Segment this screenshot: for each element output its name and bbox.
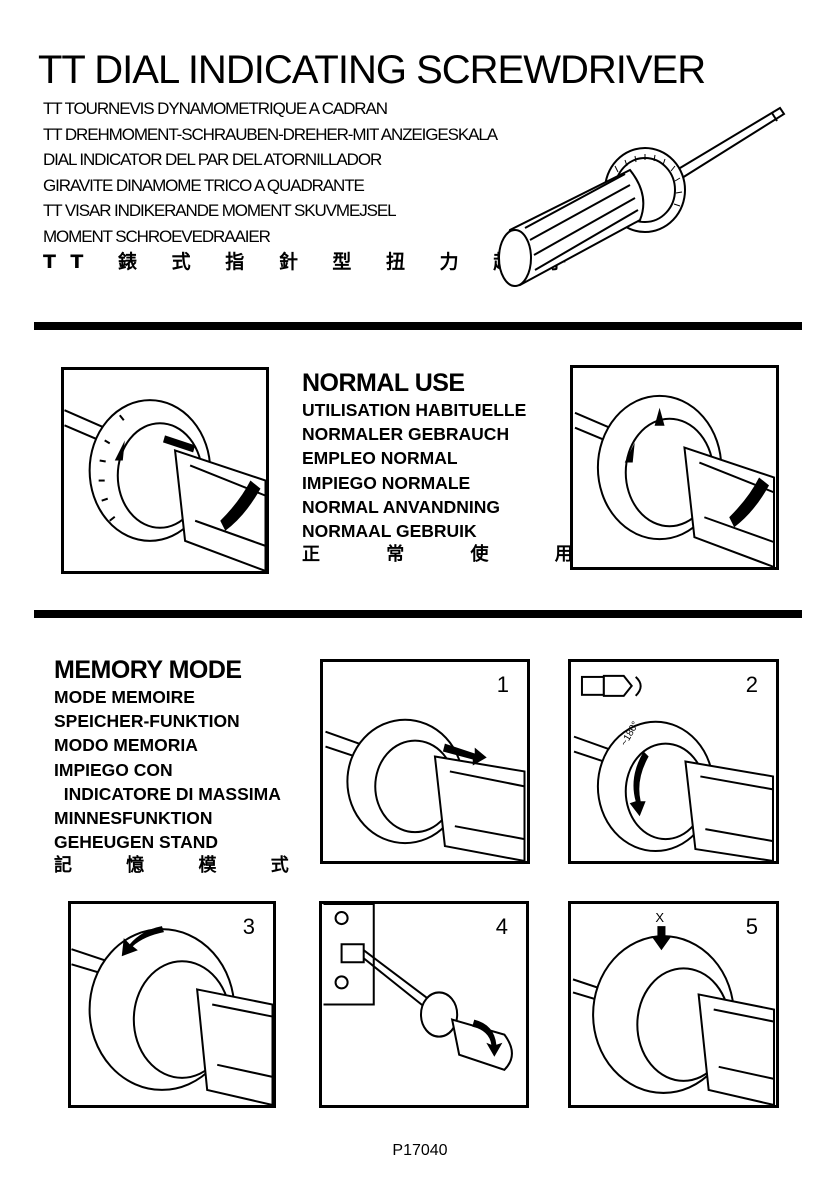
memory-mode-chinese: 記 憶 模 式 <box>54 855 313 877</box>
screwdriver-illustration <box>498 106 786 287</box>
title-translations: TT TOURNEVIS DYNAMOMETRIQUE A CADRAN TT … <box>43 96 580 275</box>
memory-mode-french: MODE MEMOIRE <box>54 687 195 707</box>
normal-use-italian: IMPIEGO NORMALE <box>302 472 471 493</box>
step-1-number: 1 <box>496 672 509 697</box>
normal-use-chinese: 正 常 使 用 <box>302 544 603 566</box>
step-2-number: 2 <box>745 672 758 697</box>
memory-mode-german: SPEICHER-FUNKTION <box>54 711 240 732</box>
normal-use-image-right <box>570 365 779 570</box>
divider-top <box>34 322 802 330</box>
memory-mode-spanish: MODO MEMORIA <box>54 735 198 756</box>
subtitle-spanish: DIAL INDICATOR DEL PAR DEL ATORNILLADOR <box>43 150 382 170</box>
subtitle-french: TT TOURNEVIS DYNAMOMETRIQUE A CADRAN <box>43 99 388 118</box>
subtitle-dutch: MOMENT SCHROEVEDRAAIER <box>43 226 271 246</box>
normal-use-image-left <box>61 367 269 574</box>
normal-use-german: NORMALER GEBRAUCH <box>302 424 510 445</box>
subtitle-german: TT DREHMOMENT-SCHRAUBEN-DREHER-MIT ANZEI… <box>43 124 498 144</box>
subtitle-swedish: TT VISAR INDIKERANDE MOMENT SKUVMEJSEL <box>43 201 397 221</box>
subtitle-italian: GIRAVITE DINAMOME TRICO A QUADRANTE <box>43 175 365 195</box>
memory-mode-italian-1: IMPIEGO CON <box>54 759 173 780</box>
normal-use-dutch: NORMAAL GEBRUIK <box>302 520 477 541</box>
subtitle-chinese: TT 錶 式 指 針 型 扭 力 起 子 <box>43 250 580 273</box>
memory-mode-translations: MODE MEMOIRE SPEICHER-FUNKTION MODO MEMO… <box>54 685 313 879</box>
step-4-image: 4 <box>319 901 529 1108</box>
normal-use-french: UTILISATION HABITUELLE <box>302 400 527 420</box>
step-1-image: 1 <box>320 659 530 864</box>
step-5-x-mark: X <box>655 910 664 925</box>
step-5-number: 5 <box>745 914 758 939</box>
normal-use-translations: UTILISATION HABITUELLE NORMALER GEBRAUCH… <box>302 398 603 567</box>
memory-mode-swedish: MINNESFUNKTION <box>54 807 213 828</box>
step-5-image: 5 X <box>568 901 779 1108</box>
divider-middle <box>34 610 802 618</box>
memory-mode-dutch: GEHEUGEN STAND <box>54 832 218 853</box>
document-code: P17040 <box>392 1142 448 1159</box>
step-3-number: 3 <box>242 914 255 939</box>
memory-mode-italian-2: INDICATORE DI MASSIMA <box>54 783 281 804</box>
normal-use-heading: NORMAL USE <box>302 369 465 397</box>
memory-mode-heading: MEMORY MODE <box>54 656 242 684</box>
step-4-number: 4 <box>495 914 508 939</box>
page-title: TT DIAL INDICATING SCREWDRIVER <box>38 48 706 92</box>
step-2-image: 2 ~180° <box>568 659 779 864</box>
normal-use-spanish: EMPLEO NORMAL <box>302 448 458 469</box>
normal-use-swedish: NORMAL ANVANDNING <box>302 496 501 517</box>
step-3-image: 3 <box>68 901 276 1108</box>
